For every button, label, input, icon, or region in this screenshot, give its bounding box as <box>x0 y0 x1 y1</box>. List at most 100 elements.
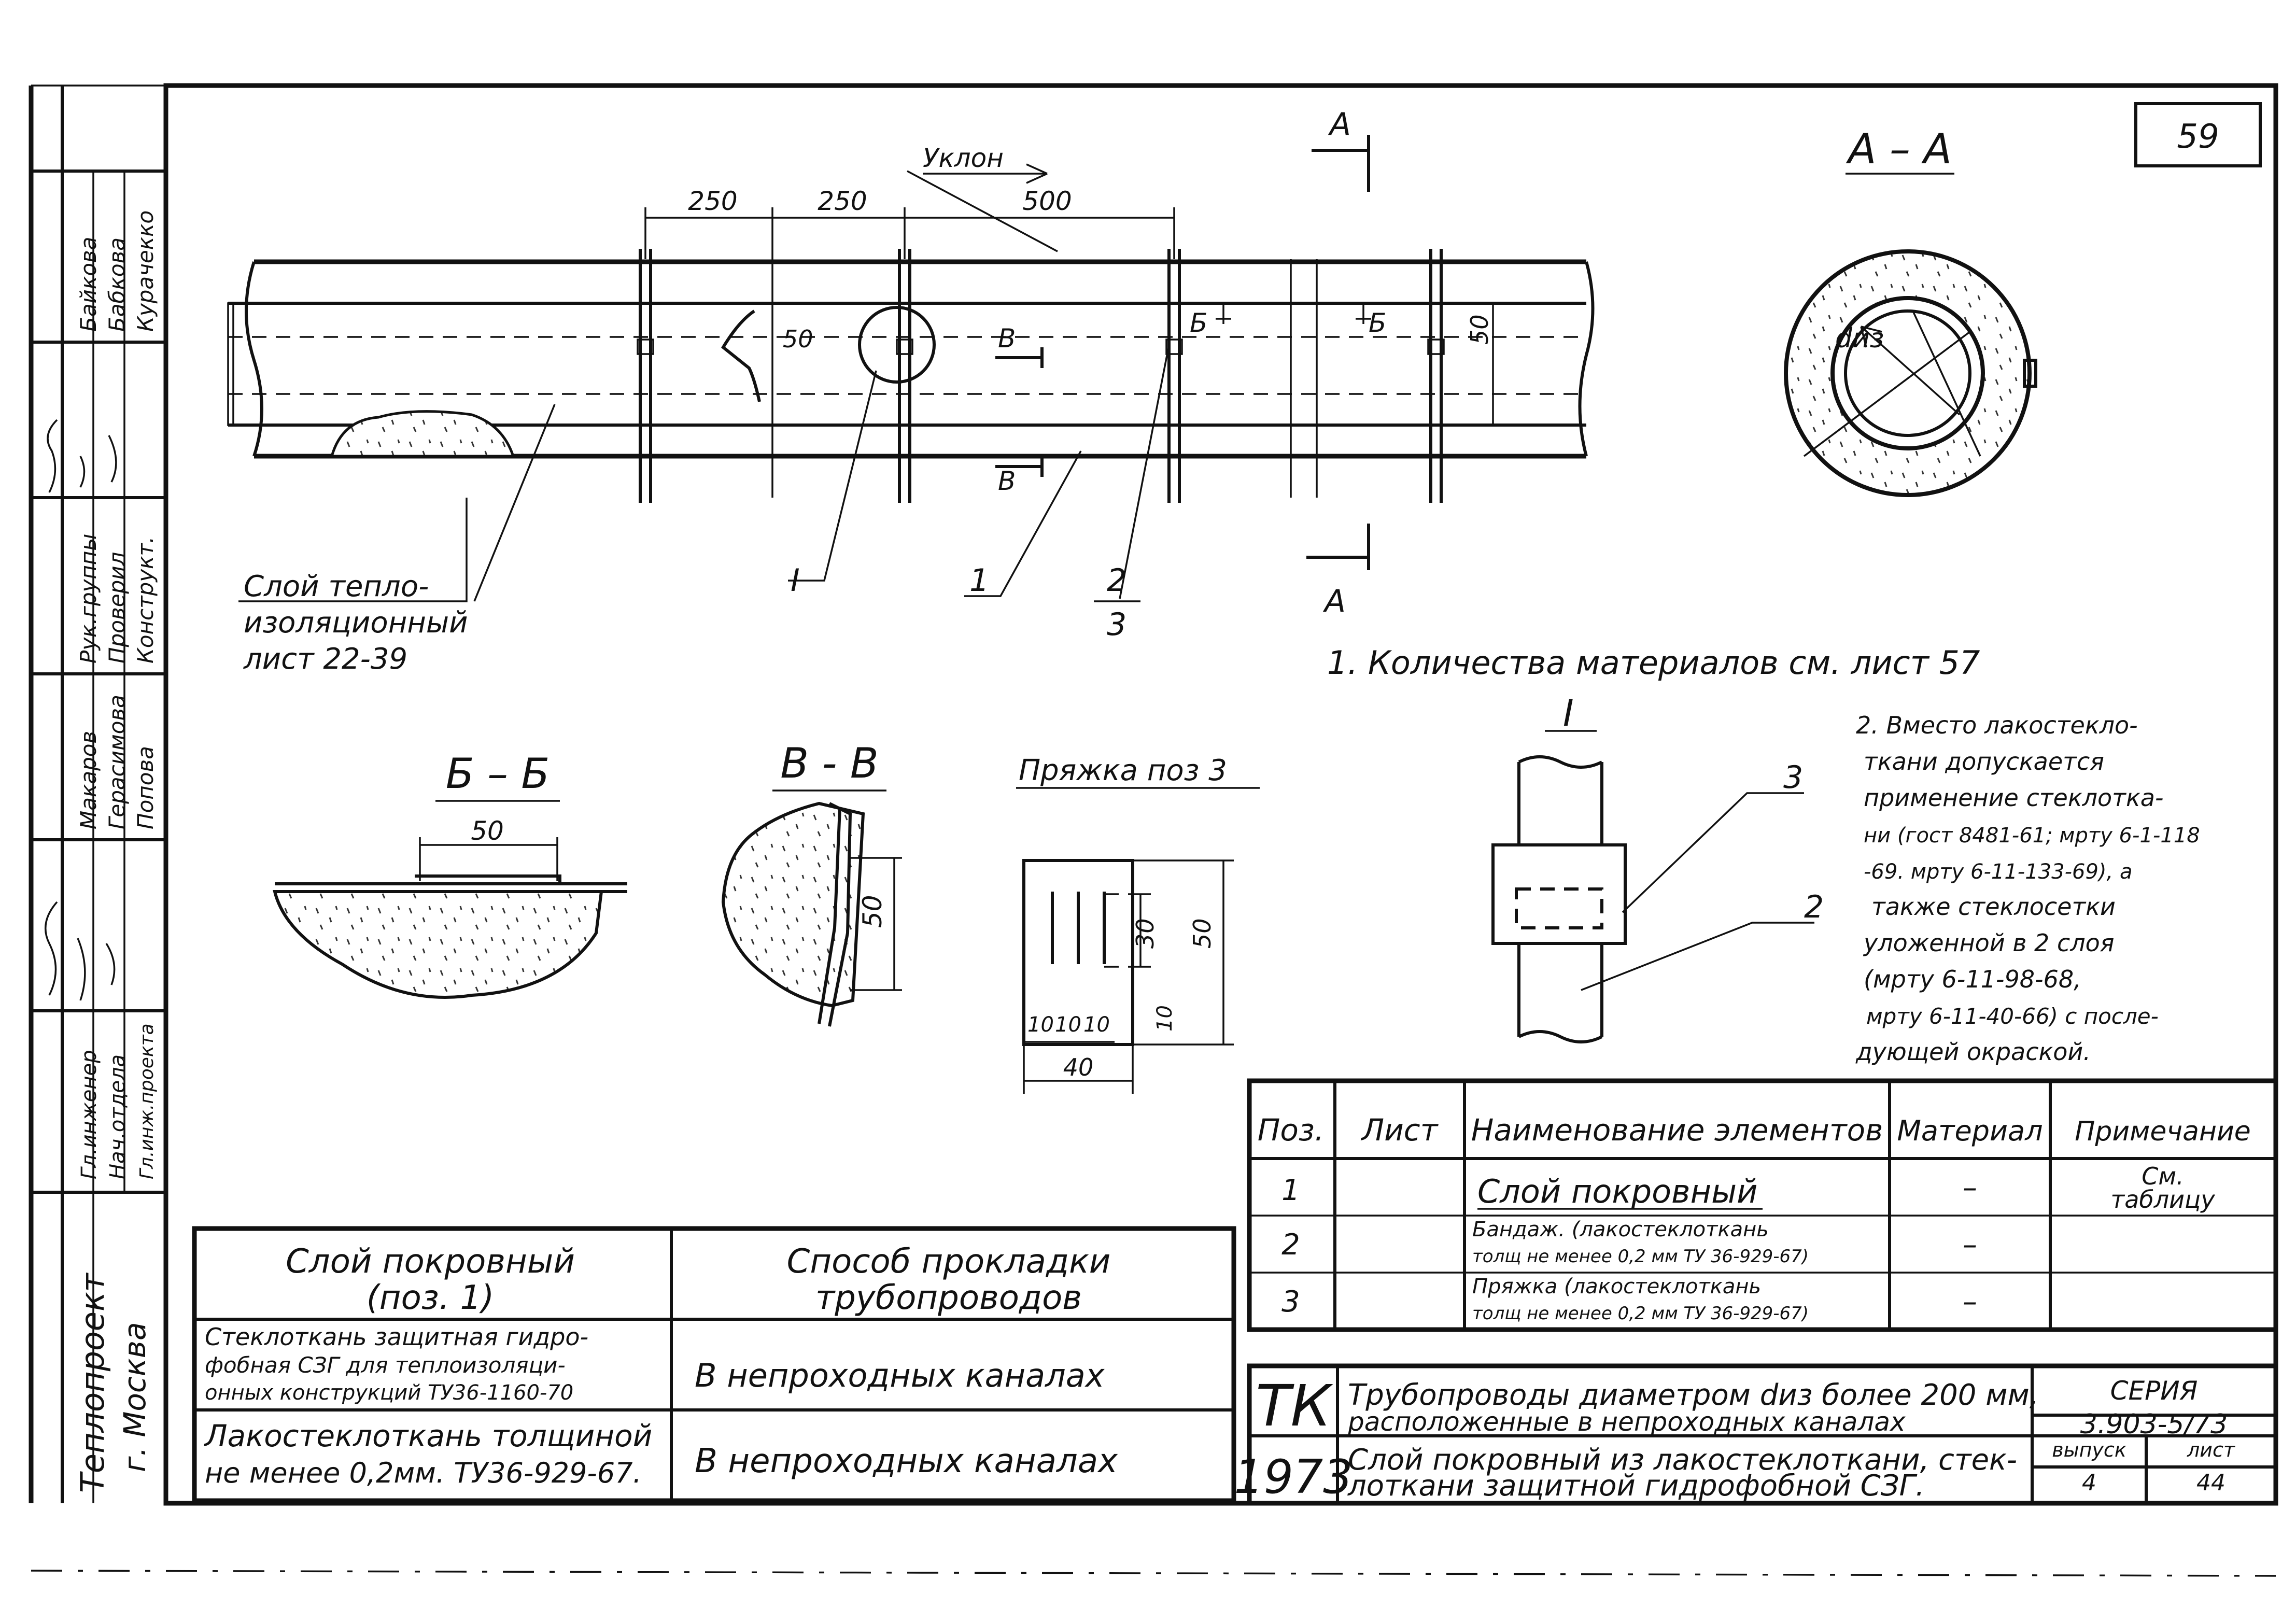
spec-head-sheet: Лист <box>1361 1112 1439 1148</box>
stamp-name-3: Попова <box>133 746 158 829</box>
side-stamp: Гл.инженер Нач.отдела Гл.инж.проекта Рук… <box>31 86 166 1503</box>
dim-50-left: 50 <box>783 325 813 353</box>
detail-I-callout-2: 2 <box>1804 889 1824 925</box>
layer-r2-right: В непроходных каналах <box>695 1442 1118 1480</box>
sheet-number: 59 <box>2177 118 2219 156</box>
layer-r2-left-1: Лакостеклоткань толщиной <box>204 1418 652 1453</box>
table-row: 1 Слой покровный – См. таблицу <box>1281 1162 2215 1213</box>
spec-r2-name-1: Бандаж. (лакостеклоткань <box>1472 1218 1769 1241</box>
spec-head-material: Материал <box>1897 1114 2043 1147</box>
spec-r1-pos: 1 <box>1281 1174 1300 1207</box>
insulation-label-3: лист 22-39 <box>243 642 407 676</box>
sheet-frame: 59 <box>29 83 2278 1506</box>
insulation-label-2: изоляционный <box>244 606 468 640</box>
stamp-role-1: Гл.инженер <box>77 1050 101 1179</box>
spec-head-pos: Поз. <box>1258 1112 1324 1148</box>
buckle-dim-10-c: 10 <box>1083 1013 1110 1037</box>
note-2-line-1: 2. Вместо лакостекло- <box>1856 711 2138 739</box>
note-1: 1. Количества материалов см. лист 57 <box>1327 644 1980 682</box>
dim-250-a: 250 <box>688 186 737 216</box>
series-value: 3.903-5/73 <box>2080 1409 2228 1440</box>
insulation-label-1: Слой тепло- <box>244 570 429 603</box>
buckle-dim-10-b: 10 <box>1055 1013 1081 1037</box>
spec-r2-pos: 2 <box>1281 1228 1300 1262</box>
cut-a-top: А <box>1328 106 1351 143</box>
spec-table: Поз. Лист Наименование элементов Материа… <box>1247 1078 2278 1332</box>
buckle-title: Пряжка поз 3 <box>1019 754 1227 787</box>
buckle-detail: Пряжка поз 3 30 50 10 10 10 10 40 <box>1016 754 1260 1094</box>
stamp-role-5: Проверил <box>104 552 130 664</box>
note-2-line-3: применение стеклотка- <box>1864 784 2164 812</box>
callout-I: I <box>791 562 800 599</box>
section-bb: Б – Б 50 <box>273 750 627 999</box>
section-markers: В В Б Б А А <box>995 106 1386 619</box>
title-block: ТК 1973 Трубопроводы диаметром dиз более… <box>1234 1363 2278 1506</box>
stamp-org-2: г. Москва <box>117 1322 152 1472</box>
issue-value: 4 <box>2082 1470 2096 1496</box>
spec-head-name: Наименование элементов <box>1471 1112 1883 1148</box>
note-2-line-9: мрту 6-11-40-66) с после- <box>1866 1004 2159 1029</box>
callout-1: 1 <box>969 562 989 599</box>
stamp-org-1: Теплопроект <box>74 1272 111 1493</box>
sheet-label: лист <box>2187 1438 2236 1461</box>
detail-I: I 3 2 <box>1491 692 1824 1043</box>
spec-r1-note-2: таблицу <box>2110 1186 2215 1213</box>
layer-r2-left-2: не менее 0,2мм. ТУ36-929-67. <box>205 1457 642 1489</box>
title-line-2: расположенные в непроходных каналах <box>1347 1407 1906 1437</box>
title-line-3: Слой покровный из лакостеклоткани, стек- <box>1348 1443 2017 1477</box>
note-2-line-5: -69. мрту 6-11-133-69), а <box>1864 860 2132 884</box>
mark-v-top: В <box>998 323 1016 354</box>
dim-500: 500 <box>1022 186 1072 216</box>
buckle-dim-50: 50 <box>1188 918 1216 949</box>
callout-3: 3 <box>1107 606 1126 643</box>
spec-r1-note-1: См. <box>2142 1162 2184 1190</box>
layer-head-left-1: Слой покровный <box>286 1243 575 1281</box>
stamp-role-4: Рук.группы <box>76 533 101 664</box>
mark-b-top: Б <box>1190 308 1207 338</box>
layer-head-left-2: (поз. 1) <box>367 1279 494 1317</box>
dim-250-b: 250 <box>818 186 867 216</box>
note-2-line-7: уложенной в 2 слоя <box>1863 929 2114 957</box>
scan-edge <box>31 1570 2276 1577</box>
callouts: I 1 2 3 Слой тепло- изоляционный лист 22… <box>238 344 1170 676</box>
diameter-label: dиз <box>1835 323 1884 354</box>
note-2-line-6: также стеклосетки <box>1871 893 2116 921</box>
buckle-dim-40: 40 <box>1063 1053 1094 1081</box>
buckle-dim-10-a: 10 <box>1027 1013 1054 1037</box>
main-pipe-view: 250 250 500 Уклон 50 50 В В Б Б А А <box>227 106 1595 676</box>
note-2-line-4: ни (гост 8481-61; мрту 6-1-118 <box>1864 824 2200 848</box>
tk-mark: ТК <box>1256 1373 1333 1439</box>
section-bb-dim: 50 <box>471 816 504 846</box>
section-vv-dim: 50 <box>857 895 888 928</box>
layer-r1-left-1: Стеклоткань защитная гидро- <box>205 1323 588 1351</box>
title-line-1: Трубопроводы диаметром dиз более 200 мм, <box>1348 1378 2039 1412</box>
table-row: Стеклоткань защитная гидро- фобная СЗГ д… <box>205 1323 1105 1405</box>
mark-v-bottom: В <box>998 466 1016 496</box>
spec-r2-name-2: толщ не менее 0,2 мм ТУ 36-929-67) <box>1472 1246 1809 1267</box>
note-2: 2. Вместо лакостекло- ткани допускается … <box>1855 711 2200 1066</box>
slope-label: Уклон <box>923 143 1004 173</box>
spec-r3-pos: 3 <box>1281 1285 1300 1319</box>
spec-r1-name: Слой покровный <box>1477 1173 1757 1210</box>
series-label: СЕРИЯ <box>2110 1376 2198 1406</box>
mark-b-right: Б <box>1369 308 1386 338</box>
bandage-lines <box>637 249 1445 503</box>
spec-head-note: Примечание <box>2075 1116 2251 1147</box>
table-row: 2 Бандаж. (лакостеклоткань толщ не менее… <box>1281 1218 1977 1267</box>
stamp-role-3: Гл.инж.проекта <box>136 1023 158 1179</box>
stamp-name-2: Герасимова <box>104 695 130 829</box>
layer-head-right-1: Способ прокладки <box>787 1243 1111 1281</box>
spec-r3-name-1: Пряжка (лакостеклоткань <box>1472 1275 1761 1299</box>
layer-r1-left-3: онных конструкций ТУ36-1160-70 <box>205 1381 573 1405</box>
callout-2: 2 <box>1107 562 1126 599</box>
buckle-dim-10-side: 10 <box>1153 1005 1177 1032</box>
layer-r1-left-2: фобная СЗГ для теплоизоляци- <box>205 1352 566 1378</box>
spec-r3-name-2: толщ не менее 0,2 мм ТУ 36-929-67) <box>1472 1303 1809 1324</box>
stamp-role-2: Нач.отдела <box>106 1054 130 1179</box>
detail-I-title: I <box>1563 692 1574 735</box>
buckle-dim-30: 30 <box>1131 918 1159 949</box>
detail-I-callout-3: 3 <box>1783 759 1803 796</box>
section-bb-title: Б – Б <box>446 750 550 798</box>
dim-50-right: 50 <box>1466 314 1494 345</box>
